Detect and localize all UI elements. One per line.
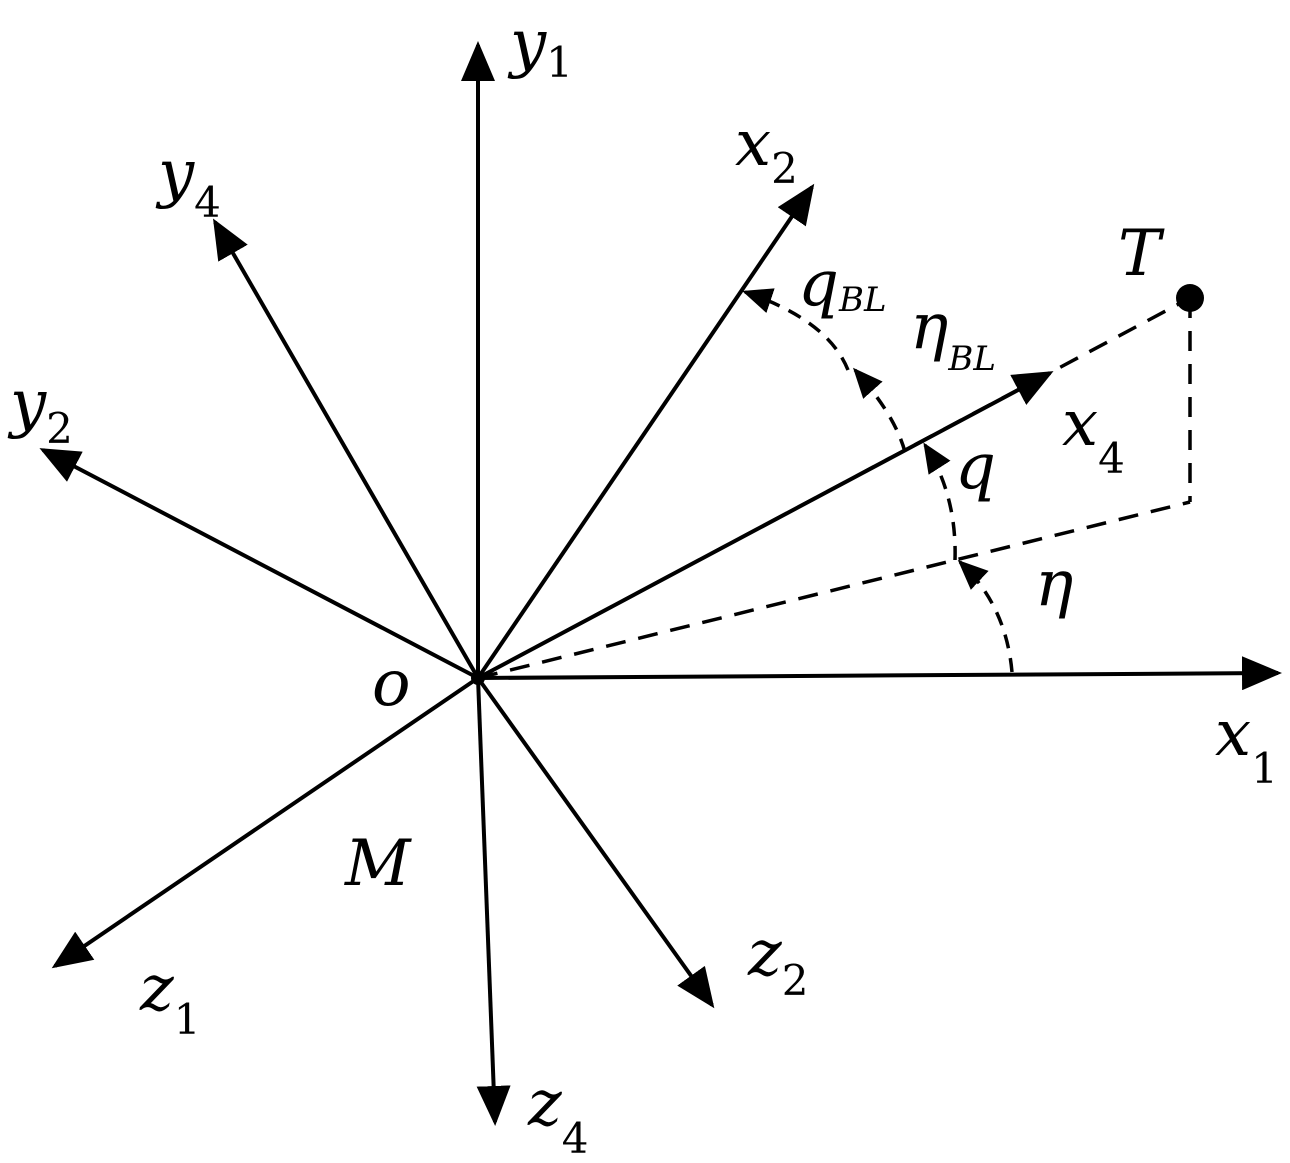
label-z1: z1 bbox=[139, 952, 200, 1044]
label-x2: x2 bbox=[735, 107, 798, 193]
label-x1: x1 bbox=[1215, 697, 1278, 793]
arc-eta bbox=[957, 559, 1014, 673]
label-q-bl: qBL bbox=[798, 247, 887, 321]
label-x4: x4 bbox=[1062, 387, 1125, 483]
projection-dashed bbox=[477, 500, 1191, 680]
axis-z4 bbox=[476, 677, 511, 1126]
axis-z2 bbox=[476, 676, 715, 1009]
origin-point bbox=[471, 671, 485, 685]
arc-eta-bl bbox=[853, 367, 907, 453]
axis-z1 bbox=[51, 676, 480, 969]
label-eta: η bbox=[1035, 547, 1073, 621]
label-target: T bbox=[1118, 217, 1165, 291]
arc-q bbox=[923, 442, 957, 561]
label-mass: M bbox=[344, 827, 412, 901]
label-z4: z4 bbox=[527, 1067, 588, 1163]
axis-y4 bbox=[213, 218, 480, 679]
label-q: q bbox=[955, 430, 996, 504]
axis-x1 bbox=[477, 656, 1282, 691]
axis-x4 bbox=[477, 371, 1054, 680]
label-y2: y2 bbox=[7, 367, 73, 453]
label-z2: z2 bbox=[747, 917, 808, 1005]
label-eta-bl: ηBL bbox=[910, 290, 996, 379]
arc-q-bl bbox=[742, 288, 850, 371]
label-y4: y4 bbox=[155, 137, 221, 227]
label-y1: y1 bbox=[507, 7, 573, 87]
label-origin: o bbox=[372, 647, 411, 721]
axis-y2 bbox=[39, 448, 479, 680]
axis-x2 bbox=[476, 183, 815, 680]
line-of-sight-dashed bbox=[477, 296, 1191, 680]
target-point bbox=[1176, 284, 1204, 312]
